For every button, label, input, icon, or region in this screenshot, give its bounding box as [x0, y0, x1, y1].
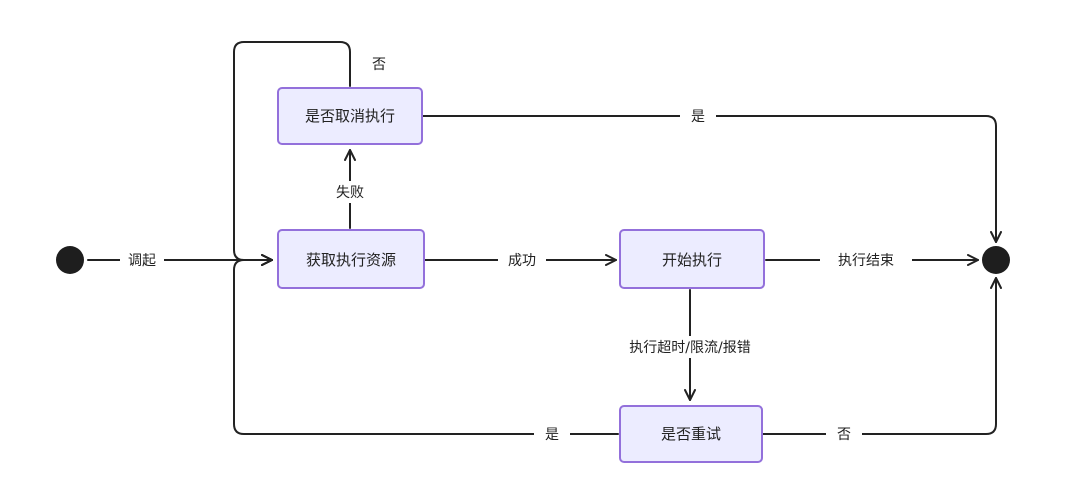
- svg-text:是: 是: [545, 427, 559, 443]
- label-timeout-error: 执行超时/限流/报错: [608, 336, 772, 358]
- svg-text:执行结束: 执行结束: [838, 253, 894, 269]
- label-retry-no: 否: [826, 423, 862, 445]
- edge-cancel-no-loop: [233, 41, 351, 266]
- svg-text:是: 是: [691, 109, 705, 125]
- edge-retry-no: [761, 277, 1002, 435]
- svg-text:获取执行资源: 获取执行资源: [306, 251, 396, 269]
- label-failure: 失败: [328, 181, 372, 203]
- svg-text:调起: 调起: [128, 253, 156, 269]
- label-success: 成功: [498, 249, 546, 271]
- svg-text:执行超时/限流/报错: 执行超时/限流/报错: [629, 340, 750, 356]
- label-cancel-yes: 是: [680, 105, 716, 127]
- node-start-execution: 开始执行: [619, 229, 765, 289]
- label-execution-end: 执行结束: [820, 249, 912, 271]
- label-cancel-no: 否: [372, 57, 386, 73]
- node-acquire-resource: 获取执行资源: [277, 229, 425, 289]
- label-invoke: 调起: [120, 249, 164, 271]
- label-retry-yes: 是: [534, 423, 570, 445]
- svg-text:是否重试: 是否重试: [661, 425, 721, 443]
- svg-text:是否取消执行: 是否取消执行: [305, 107, 395, 125]
- svg-text:失败: 失败: [336, 185, 364, 201]
- edge-retry-yes: [233, 254, 619, 435]
- end-state: [982, 246, 1010, 274]
- node-retry-check: 是否重试: [619, 405, 763, 463]
- node-cancel-check: 是否取消执行: [277, 87, 423, 145]
- svg-text:开始执行: 开始执行: [662, 251, 722, 269]
- svg-text:成功: 成功: [508, 253, 536, 269]
- edge-cancel-yes: [421, 115, 1002, 243]
- svg-text:否: 否: [372, 57, 386, 73]
- svg-text:否: 否: [837, 427, 851, 443]
- start-state: [56, 246, 84, 274]
